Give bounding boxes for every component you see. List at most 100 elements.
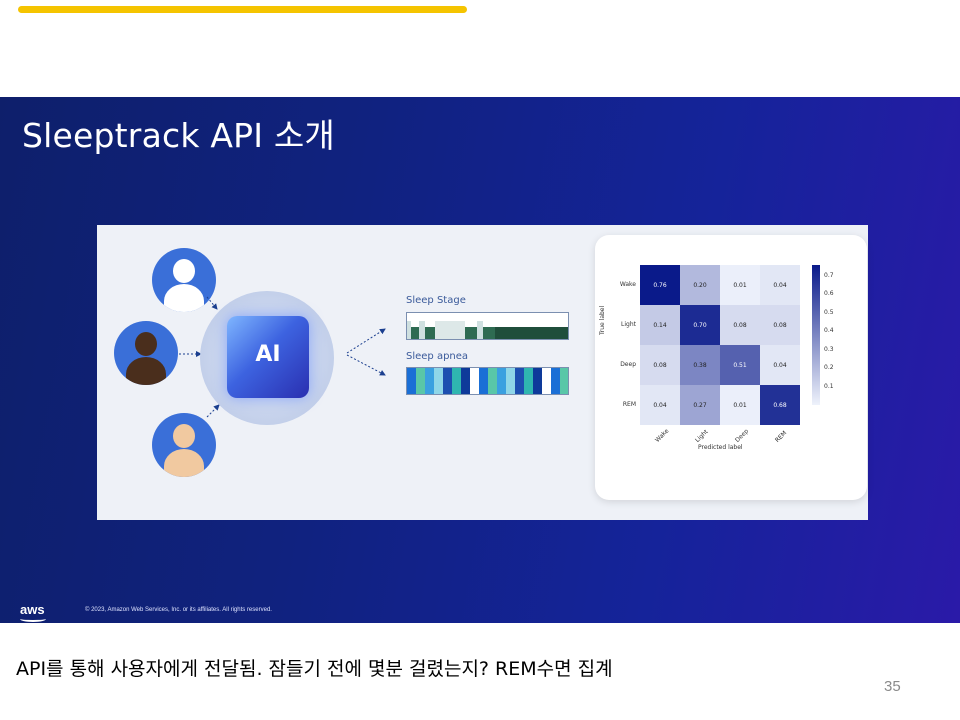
user-avatar-icon [152, 413, 216, 477]
apnea-segment [548, 368, 551, 394]
cm-col-label: Wake [654, 427, 671, 444]
apnea-segment [515, 368, 518, 394]
cm-col-label: REM [774, 429, 789, 444]
apnea-segment [485, 368, 488, 394]
flow-arrows [179, 296, 386, 418]
cm-xlabel: Predicted label [698, 444, 743, 451]
apnea-segment [476, 368, 479, 394]
apnea-segment [425, 368, 428, 394]
apnea-segment [419, 368, 422, 394]
cm-cell: 0.70 [680, 305, 720, 345]
apnea-segment [554, 368, 557, 394]
sleep-apnea-label: Sleep apnea [406, 351, 469, 362]
apnea-segment [506, 368, 509, 394]
apnea-segment [422, 368, 425, 394]
apnea-segment [509, 368, 512, 394]
apnea-segment [563, 368, 566, 394]
stage-segment [407, 321, 411, 339]
cm-ylabel: True label [599, 305, 606, 335]
slide: Sleeptrack API 소개 [0, 97, 960, 623]
apnea-segment [533, 368, 536, 394]
apnea-segment [464, 368, 467, 394]
apnea-segment [557, 368, 560, 394]
apnea-segment [434, 368, 437, 394]
apnea-segment [527, 368, 530, 394]
apnea-segment [539, 368, 542, 394]
colorbar-tick: 0.7 [824, 272, 834, 280]
aws-smile-icon [20, 616, 46, 622]
apnea-segment [443, 368, 446, 394]
apnea-segment [503, 368, 506, 394]
apnea-segment [542, 368, 545, 394]
apnea-segment [446, 368, 449, 394]
apnea-segment [437, 368, 440, 394]
stage-segment [495, 327, 507, 339]
colorbar-tick: 0.5 [824, 308, 834, 316]
cm-row-label: REM [622, 401, 636, 408]
colorbar-tick: 0.2 [824, 364, 834, 372]
cm-cell: 0.51 [720, 345, 760, 385]
apnea-segment [461, 368, 464, 394]
cm-cell: 0.20 [680, 265, 720, 305]
apnea-segment [428, 368, 431, 394]
cm-cell: 0.01 [720, 265, 760, 305]
apnea-segment [449, 368, 452, 394]
cm-cell: 0.04 [760, 345, 800, 385]
colorbar-tick: 0.4 [824, 327, 834, 335]
apnea-segment [536, 368, 539, 394]
ai-model-circle: AI [200, 291, 334, 425]
colorbar-tick: 0.6 [824, 290, 834, 298]
copyright-text: © 2023, Amazon Web Services, Inc. or its… [85, 607, 272, 613]
apnea-segment [518, 368, 521, 394]
speaker-note-caption: API를 통해 사용자에게 전달됨. 잠들기 전에 몇분 걸렸는지? REM수면… [16, 658, 613, 680]
apnea-segment [407, 368, 410, 394]
cm-cell: 0.76 [640, 265, 680, 305]
cm-cell: 0.08 [720, 305, 760, 345]
apnea-segment [521, 368, 524, 394]
apnea-segment [491, 368, 494, 394]
stage-segment [465, 327, 477, 339]
cm-row-label: Light [621, 321, 636, 328]
stage-segment [425, 327, 435, 339]
apnea-segment [458, 368, 461, 394]
apnea-segment [488, 368, 491, 394]
accent-bar [18, 6, 467, 13]
apnea-segment [410, 368, 413, 394]
cm-cell: 0.04 [640, 385, 680, 425]
apnea-segment [566, 368, 568, 394]
cm-row-label: Deep [620, 361, 636, 368]
page-number: 35 [884, 678, 901, 695]
apnea-segment [473, 368, 476, 394]
cm-cell: 0.04 [760, 265, 800, 305]
stage-segment [435, 321, 465, 339]
cm-cell: 0.01 [720, 385, 760, 425]
colorbar-tick: 0.3 [824, 345, 834, 353]
sleep-stage-label: Sleep Stage [406, 295, 466, 306]
apnea-segment [560, 368, 563, 394]
stage-segment [477, 321, 483, 339]
apnea-segment [479, 368, 482, 394]
stage-segment [483, 327, 495, 339]
cm-cell: 0.08 [640, 345, 680, 385]
cm-row-label: Wake [619, 281, 636, 288]
cm-cell: 0.38 [680, 345, 720, 385]
cm-cell: 0.08 [760, 305, 800, 345]
user-avatar-icon [152, 248, 216, 312]
slide-title: Sleeptrack API 소개 [22, 116, 335, 155]
apnea-segment [452, 368, 455, 394]
sleep-stage-strip [406, 312, 569, 340]
cm-col-label: Light [694, 428, 710, 444]
ai-label: AI [255, 342, 281, 367]
stage-segment [507, 327, 568, 339]
stage-segment [419, 321, 425, 339]
apnea-segment [545, 368, 548, 394]
apnea-segment [524, 368, 527, 394]
apnea-segment [497, 368, 500, 394]
cm-cell: 0.27 [680, 385, 720, 425]
ai-cube-icon: AI [227, 316, 309, 398]
apnea-segment [440, 368, 443, 394]
apnea-segment [512, 368, 515, 394]
